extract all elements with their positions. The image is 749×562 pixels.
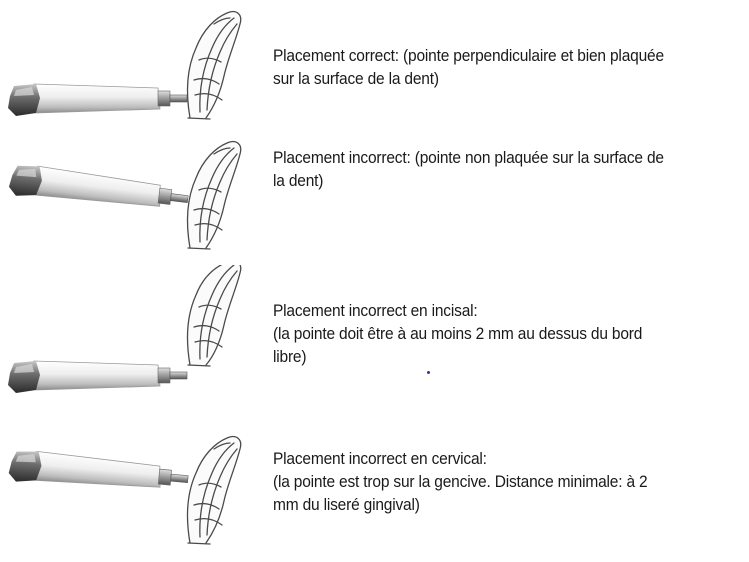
row-placement-incorrect-cervical: Placement incorrect en cervical: (la poi… [0,415,749,562]
caption-line: Placement incorrect: (pointe non plaquée… [273,149,664,167]
caption-line: (la pointe doit être à au moins 2 mm au … [273,325,643,343]
handpiece-drawing [8,165,189,207]
tooth-drawing [186,140,242,250]
handpiece-perpendicular-illustration [8,10,242,120]
row-placement-incorrect-not-flat: Placement incorrect: (pointe non plaquée… [0,130,749,265]
stray-dot [427,371,430,374]
caption-line: libre) [273,348,307,366]
row-placement-correct: Placement correct: (pointe perpendiculai… [0,0,749,130]
handpiece-incisal-illustration [8,265,242,393]
caption-line: Placement correct: (pointe perpendiculai… [273,47,664,65]
handpiece-drawing [8,360,188,393]
caption-line: sur la surface de la dent) [273,70,439,88]
handpiece-cervical-illustration [8,435,242,545]
caption-placement-incorrect-not-flat: Placement incorrect: (pointe non plaquée… [273,147,664,193]
tooth-drawing [186,435,242,545]
tooth-drawing [186,265,242,367]
handpiece-drawing [8,450,189,488]
handpiece-tilted-illustration [8,140,242,250]
row-placement-incorrect-incisal: Placement incorrect en incisal: (la poin… [0,265,749,415]
caption-line: Placement incorrect en cervical: [273,450,487,468]
caption-line: (la pointe est trop sur la gencive. Dist… [273,473,648,491]
caption-line: la dent) [273,172,324,190]
tooth-drawing [186,10,242,120]
caption-line: mm du liseré gingival) [273,496,420,514]
handpiece-drawing [8,83,188,116]
caption-placement-correct: Placement correct: (pointe perpendiculai… [273,45,664,91]
caption-placement-incorrect-incisal: Placement incorrect en incisal: (la poin… [273,300,642,369]
caption-placement-incorrect-cervical: Placement incorrect en cervical: (la poi… [273,448,648,517]
caption-line: Placement incorrect en incisal: [273,302,478,320]
